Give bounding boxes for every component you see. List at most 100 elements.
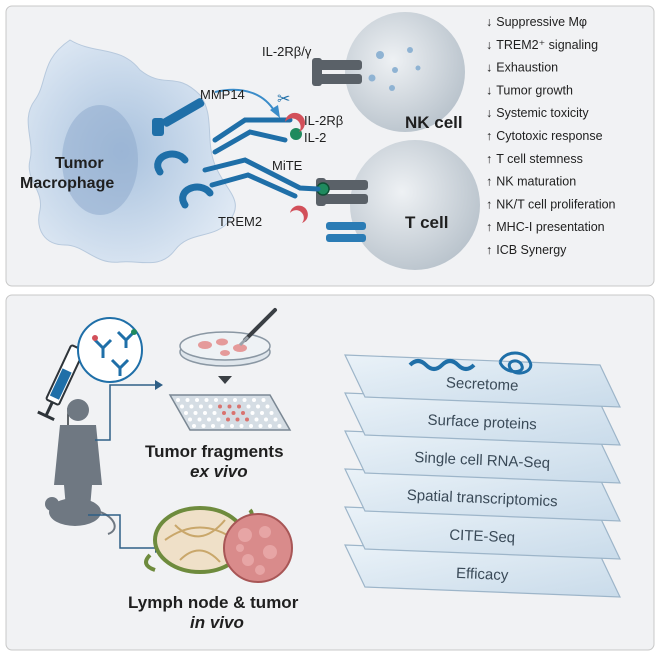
effect-text: Suppressive Mφ: [496, 15, 587, 29]
human-icon: [54, 399, 102, 520]
well: [203, 411, 207, 415]
scalpel-icon: [238, 308, 277, 347]
effect-text: ICB Synergy: [496, 243, 567, 257]
effect-text: NK/T cell proliferation: [496, 197, 615, 211]
well: [252, 398, 256, 402]
tumor-image: [223, 513, 293, 583]
omics-layer-label: Spatial transcriptomics: [406, 487, 557, 511]
antibody-dot-red: [92, 335, 98, 341]
well: [249, 424, 253, 428]
peptide-helix-icon: [408, 359, 476, 371]
omics-layer: Secretome: [344, 351, 621, 408]
well: [264, 417, 268, 422]
well: [180, 404, 184, 409]
well: [241, 411, 245, 415]
well: [197, 417, 202, 422]
macrophage-label-line1: Tumor: [55, 155, 104, 172]
macrophage-label-line2: Macrophage: [20, 175, 114, 192]
omics-layer: Surface proteins: [344, 392, 621, 446]
mmp14-arrow: [214, 88, 276, 113]
well: [223, 398, 228, 402]
up-arrow-icon: ↑: [486, 197, 492, 211]
mmp14-label: MMP14: [200, 87, 245, 102]
well: [212, 411, 217, 415]
il2-fusion-antibody: [212, 117, 293, 155]
omics-layer-label: Single cell RNA-Seq: [414, 449, 551, 472]
trem2-receptor: [154, 150, 214, 209]
mouse-icon: [45, 497, 116, 535]
arrow-to-fragments: [95, 384, 155, 441]
well: [273, 417, 278, 422]
arrow-to-lymph: [88, 514, 155, 549]
well: [231, 411, 236, 415]
il2rb-label: IL-2Rβ: [304, 113, 343, 128]
effect-text: Tumor growth: [496, 83, 573, 97]
well: [185, 398, 190, 402]
well: [193, 411, 198, 415]
well: [195, 398, 199, 402]
well: [233, 398, 237, 402]
well: [246, 404, 251, 409]
well: [256, 404, 260, 409]
well: [199, 404, 203, 409]
well: [201, 424, 206, 428]
well: [207, 417, 211, 422]
fragments-subtitle: ex vivo: [190, 462, 248, 481]
well: [227, 404, 232, 409]
effect-item: ↓Suppressive Mφ: [486, 15, 587, 29]
well: [242, 398, 247, 402]
well: [239, 424, 244, 428]
t-cell: [350, 140, 480, 270]
effect-text: TREM2⁺ signaling: [496, 38, 598, 52]
omics-layer: Single cell RNA-Seq: [344, 430, 621, 484]
mite-label: MiTE: [272, 158, 303, 173]
well: [188, 417, 192, 422]
effect-item: ↑ ICB Synergy: [486, 243, 567, 257]
lymph-subtitle: in vivo: [190, 613, 244, 632]
well: [176, 398, 180, 402]
up-arrow-icon: ↑: [486, 152, 492, 166]
effect-item: ↓ TREM2⁺ signaling: [486, 38, 598, 52]
down-arrow-icon: ↓: [486, 38, 492, 52]
pd1-receptor: [326, 222, 366, 242]
lymph-title: Lymph node & tumor: [128, 593, 299, 612]
trem2-label: TREM2: [218, 214, 262, 229]
t-cell-label: T cell: [405, 213, 448, 232]
effect-item: ↑NK maturation: [486, 175, 576, 189]
well: [254, 417, 259, 422]
trem2-soluble-red: [290, 205, 308, 223]
well: [220, 424, 225, 428]
well: [268, 424, 272, 428]
nk-granules: [368, 47, 421, 91]
il2-label: IL-2: [304, 130, 326, 145]
antibody-bubble: [77, 317, 143, 383]
mmp14-enzyme: [152, 98, 205, 136]
mite-antibody: [202, 157, 321, 199]
well: [218, 404, 222, 409]
effect-text: Exhaustion: [496, 61, 558, 75]
well: [265, 404, 270, 409]
well: [211, 424, 215, 428]
il2-receptor-nk: [312, 58, 362, 86]
well: [189, 404, 194, 409]
omics-layer: Spatial transcriptomics: [344, 468, 621, 522]
well: [258, 424, 263, 428]
effect-item: ↓Systemic toxicity: [486, 106, 589, 120]
well: [235, 417, 240, 422]
well: [184, 411, 188, 415]
well: [216, 417, 221, 422]
well: [250, 411, 255, 415]
up-arrow-icon: ↑: [486, 243, 492, 257]
il2rb-fragment-red: [285, 112, 305, 132]
il2rb-gamma-label: IL-2Rβ/γ: [262, 44, 312, 59]
well: [208, 404, 213, 409]
well-plate-dots: [176, 398, 282, 428]
well: [245, 417, 249, 422]
effect-text: T cell stemness: [496, 152, 583, 166]
up-arrow-icon: ↑: [486, 175, 492, 189]
fragments-title: Tumor fragments: [145, 442, 284, 461]
down-arrow-icon: ↓: [486, 61, 492, 75]
well: [237, 404, 241, 409]
up-arrow-icon: ↑: [486, 129, 492, 143]
